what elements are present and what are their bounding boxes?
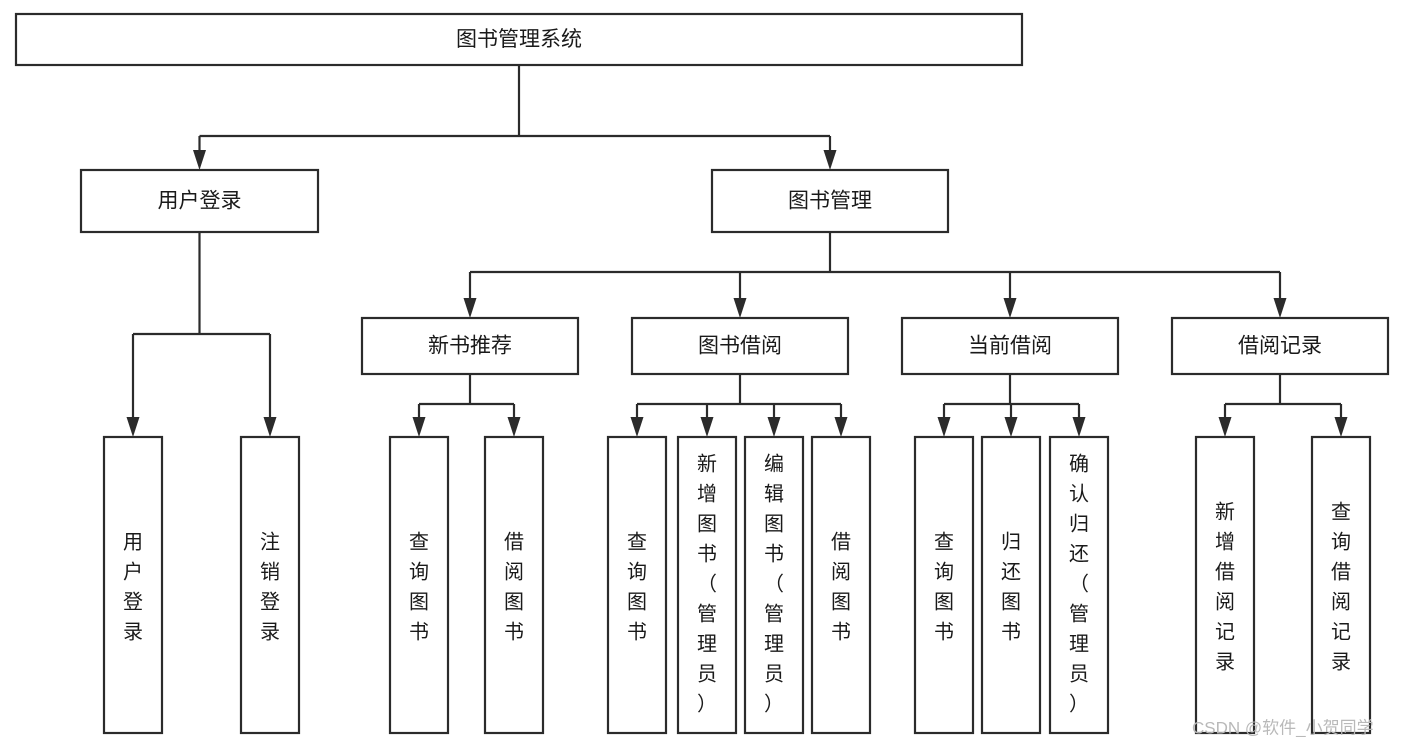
node-label-vertical: 借阅图书 xyxy=(504,530,524,643)
node-label-vertical: 确认归还（管理员） xyxy=(1069,452,1089,715)
node-label: 图书管理 xyxy=(788,190,872,213)
node-label-vertical: 用户登录 xyxy=(123,531,143,643)
node-root[interactable]: 图书管理系统 xyxy=(14,12,1024,67)
node-leaf-logout[interactable]: 注销登录 xyxy=(239,435,301,735)
arrow-head-icon xyxy=(1218,417,1232,437)
node-leaf-query-record[interactable]: 查询借阅记录 xyxy=(1310,435,1372,735)
node-label: 用户登录 xyxy=(158,190,242,213)
node-book-borrow[interactable]: 图书借阅 xyxy=(630,316,850,376)
node-label: 当前借阅 xyxy=(968,335,1052,358)
leaf-node-box[interactable] xyxy=(810,435,872,735)
level3-node-box[interactable] xyxy=(630,316,850,376)
node-label: 新书推荐 xyxy=(428,335,512,358)
node-leaf-query-book-3[interactable]: 查询图书 xyxy=(913,435,975,735)
level3-node-box[interactable] xyxy=(900,316,1120,376)
node-leaf-borrow-book-2[interactable]: 借阅图书 xyxy=(810,435,872,735)
csdn-watermark: CSDN @软件_小贺同学 xyxy=(1192,718,1374,737)
arrow-head-icon xyxy=(126,417,140,437)
node-label-vertical: 查询图书 xyxy=(934,530,954,643)
node-user-login[interactable]: 用户登录 xyxy=(79,168,320,234)
node-label-vertical: 注销登录 xyxy=(260,530,280,643)
node-leaf-query-book-2[interactable]: 查询图书 xyxy=(606,435,668,735)
node-label-vertical: 归还图书 xyxy=(1001,530,1021,643)
node-label: 借阅记录 xyxy=(1238,335,1322,358)
node-label-vertical: 查询借阅记录 xyxy=(1331,500,1351,673)
node-leaf-confirm-return[interactable]: 确认归还（管理员） xyxy=(1048,435,1110,735)
node-label-vertical: 新增借阅记录 xyxy=(1215,500,1235,673)
level3-node-box[interactable] xyxy=(360,316,580,376)
arrow-head-icon xyxy=(1273,298,1287,318)
arrow-head-icon xyxy=(1072,417,1086,437)
leaf-node-box[interactable] xyxy=(1048,435,1110,735)
arrow-head-icon xyxy=(733,298,747,318)
node-leaf-borrow-book-1[interactable]: 借阅图书 xyxy=(483,435,545,735)
connectors-layer xyxy=(126,65,1348,437)
root-node-box[interactable] xyxy=(14,12,1024,67)
leaf-node-box[interactable] xyxy=(388,435,450,735)
leaf-node-box[interactable] xyxy=(606,435,668,735)
node-label: 图书管理系统 xyxy=(456,28,582,51)
arrow-head-icon xyxy=(1003,298,1017,318)
leaf-node-box[interactable] xyxy=(913,435,975,735)
node-borrow-record[interactable]: 借阅记录 xyxy=(1170,316,1390,376)
nodes-layer: 图书管理系统用户登录图书管理新书推荐图书借阅当前借阅借阅记录用户登录注销登录查询… xyxy=(14,12,1390,735)
arrow-head-icon xyxy=(767,417,781,437)
node-current-borrow[interactable]: 当前借阅 xyxy=(900,316,1120,376)
level2-node-box[interactable] xyxy=(710,168,950,234)
leaf-node-box[interactable] xyxy=(676,435,738,735)
arrow-head-icon xyxy=(507,417,521,437)
node-new-book-rec[interactable]: 新书推荐 xyxy=(360,316,580,376)
leaf-node-box[interactable] xyxy=(1194,435,1256,735)
node-leaf-query-book-1[interactable]: 查询图书 xyxy=(388,435,450,735)
node-label-vertical: 查询图书 xyxy=(627,530,647,643)
arrow-head-icon xyxy=(1334,417,1348,437)
arrow-head-icon xyxy=(412,417,426,437)
level2-node-box[interactable] xyxy=(79,168,320,234)
node-leaf-user-login[interactable]: 用户登录 xyxy=(102,435,164,735)
arrow-head-icon xyxy=(937,417,951,437)
leaf-node-box[interactable] xyxy=(239,435,301,735)
node-label-vertical: 新增图书（管理员） xyxy=(697,452,717,715)
node-label: 图书借阅 xyxy=(698,335,782,358)
arrow-head-icon xyxy=(193,150,206,170)
leaf-node-box[interactable] xyxy=(980,435,1042,735)
node-book-manage[interactable]: 图书管理 xyxy=(710,168,950,234)
arrow-head-icon xyxy=(700,417,714,437)
watermark-layer: CSDN @软件_小贺同学 xyxy=(1192,718,1374,737)
arrow-head-icon xyxy=(263,417,277,437)
leaf-node-box[interactable] xyxy=(483,435,545,735)
arrow-head-icon xyxy=(463,298,477,318)
arrow-head-icon xyxy=(823,150,837,170)
node-label-vertical: 编辑图书（管理员） xyxy=(764,452,784,715)
leaf-node-box[interactable] xyxy=(743,435,805,735)
node-leaf-return-book[interactable]: 归还图书 xyxy=(980,435,1042,735)
arrow-head-icon xyxy=(630,417,644,437)
node-leaf-add-record[interactable]: 新增借阅记录 xyxy=(1194,435,1256,735)
leaf-node-box[interactable] xyxy=(1310,435,1372,735)
node-leaf-edit-book[interactable]: 编辑图书（管理员） xyxy=(743,435,805,735)
node-leaf-add-book[interactable]: 新增图书（管理员） xyxy=(676,435,738,735)
level3-node-box[interactable] xyxy=(1170,316,1390,376)
leaf-node-box[interactable] xyxy=(102,435,164,735)
arrow-head-icon xyxy=(1004,417,1018,437)
node-label-vertical: 查询图书 xyxy=(409,530,429,643)
node-label-vertical: 借阅图书 xyxy=(831,530,851,643)
arrow-head-icon xyxy=(834,417,848,437)
